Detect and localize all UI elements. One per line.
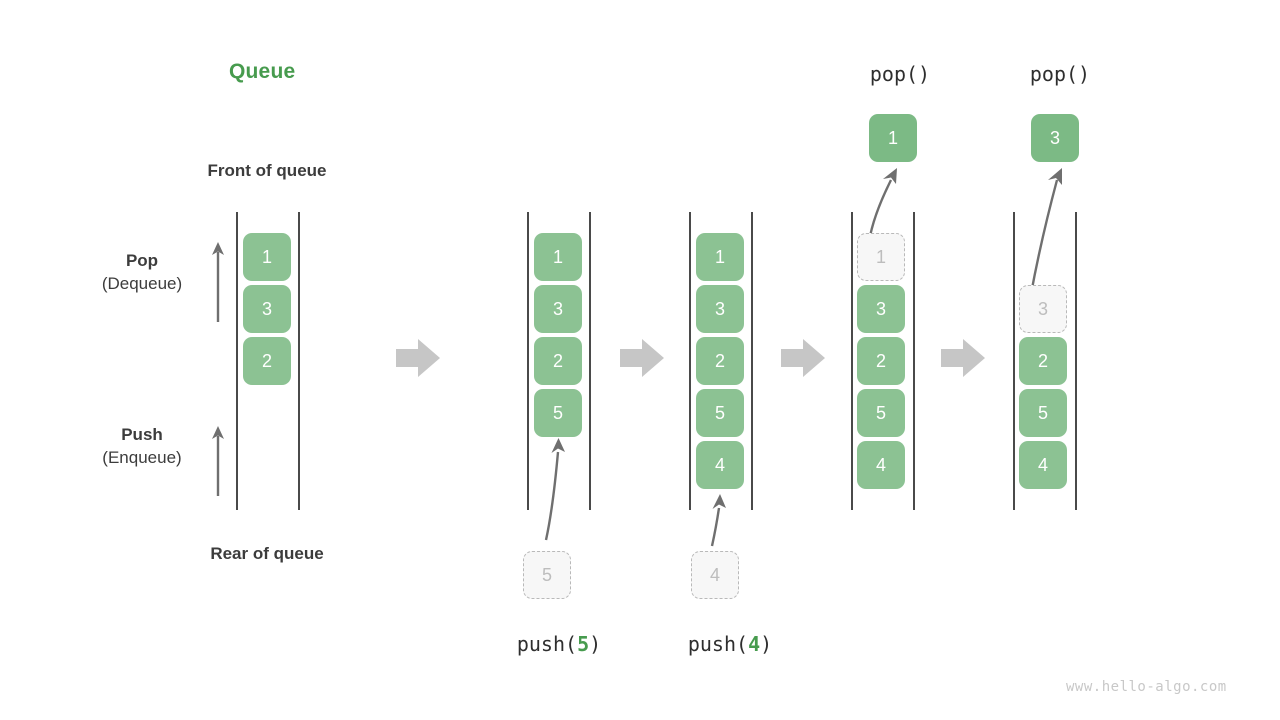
push-arrow-icon <box>710 494 726 547</box>
push-direction-up-arrow-icon <box>212 426 224 496</box>
queue-cell[interactable]: 1 <box>696 233 744 281</box>
operation-header-pop: pop() <box>1029 62 1091 86</box>
queue-cell[interactable]: 1 <box>243 233 291 281</box>
front-of-queue-label: Front of queue <box>207 161 327 180</box>
queue-cell[interactable]: 3 <box>696 285 744 333</box>
op-suffix: ) <box>760 632 773 656</box>
pop-arrow-icon <box>1029 168 1062 295</box>
queue-rail-right <box>298 212 300 510</box>
pop-label-line1: Pop <box>125 251 159 270</box>
push-side-label: Push (Enqueue) <box>62 424 222 470</box>
queue-rail-left <box>689 212 691 510</box>
separator-right-arrow-icon <box>396 339 440 377</box>
separator-right-arrow-icon <box>620 339 664 377</box>
queue-cell[interactable]: 3 <box>857 285 905 333</box>
queue-cell[interactable]: 2 <box>857 337 905 385</box>
pop-direction-up-arrow-icon <box>212 242 224 322</box>
queue-cell[interactable]: 5 <box>857 389 905 437</box>
queue-cell[interactable]: 4 <box>857 441 905 489</box>
push-label-line2: (Enqueue) <box>102 448 182 467</box>
queue-cell[interactable]: 3 <box>534 285 582 333</box>
queue-cell[interactable]: 2 <box>1019 337 1067 385</box>
queue-rail-left <box>236 212 238 510</box>
separator-right-arrow-icon <box>941 339 985 377</box>
removed-element-ghost: 3 <box>1019 285 1067 333</box>
push-label-line1: Push <box>121 425 163 444</box>
queue-cell[interactable]: 1 <box>534 233 582 281</box>
queue-rail-right <box>589 212 591 510</box>
queue-cell[interactable]: 2 <box>534 337 582 385</box>
queue-rail-right <box>913 212 915 510</box>
push-arrow-icon <box>544 438 565 541</box>
op-arg: 5 <box>577 632 590 656</box>
operation-label-push-5: push(5) <box>484 632 634 656</box>
queue-cell[interactable]: 5 <box>1019 389 1067 437</box>
queue-cell-new[interactable]: 4 <box>696 441 744 489</box>
op-prefix: push( <box>516 632 578 656</box>
popped-element[interactable]: 3 <box>1031 114 1079 162</box>
pop-label-line2: (Dequeue) <box>101 274 183 293</box>
removed-element-ghost: 1 <box>857 233 905 281</box>
rear-of-queue-label: Rear of queue <box>210 544 324 563</box>
op-arg: 4 <box>748 632 761 656</box>
queue-cell[interactable]: 5 <box>696 389 744 437</box>
queue-cell[interactable]: 2 <box>696 337 744 385</box>
queue-rail-left <box>527 212 529 510</box>
pending-element-ghost: 4 <box>691 551 739 599</box>
queue-rail-right <box>1075 212 1077 510</box>
queue-rail-left <box>851 212 853 510</box>
queue-cell[interactable]: 4 <box>1019 441 1067 489</box>
operation-header-pop: pop() <box>869 62 931 86</box>
op-prefix: push( <box>687 632 749 656</box>
queue-cell[interactable]: 2 <box>243 337 291 385</box>
pending-element-ghost: 5 <box>523 551 571 599</box>
popped-element[interactable]: 1 <box>869 114 917 162</box>
op-suffix: ) <box>589 632 602 656</box>
queue-rail-left <box>1013 212 1015 510</box>
watermark: www.hello-algo.com <box>1066 679 1227 695</box>
separator-right-arrow-icon <box>781 339 825 377</box>
queue-rail-right <box>751 212 753 510</box>
queue-cell-new[interactable]: 5 <box>534 389 582 437</box>
pop-side-label: Pop (Dequeue) <box>62 250 222 296</box>
queue-cell[interactable]: 3 <box>243 285 291 333</box>
operation-label-push-4: push(4) <box>655 632 805 656</box>
page-title: Queue <box>229 60 296 83</box>
